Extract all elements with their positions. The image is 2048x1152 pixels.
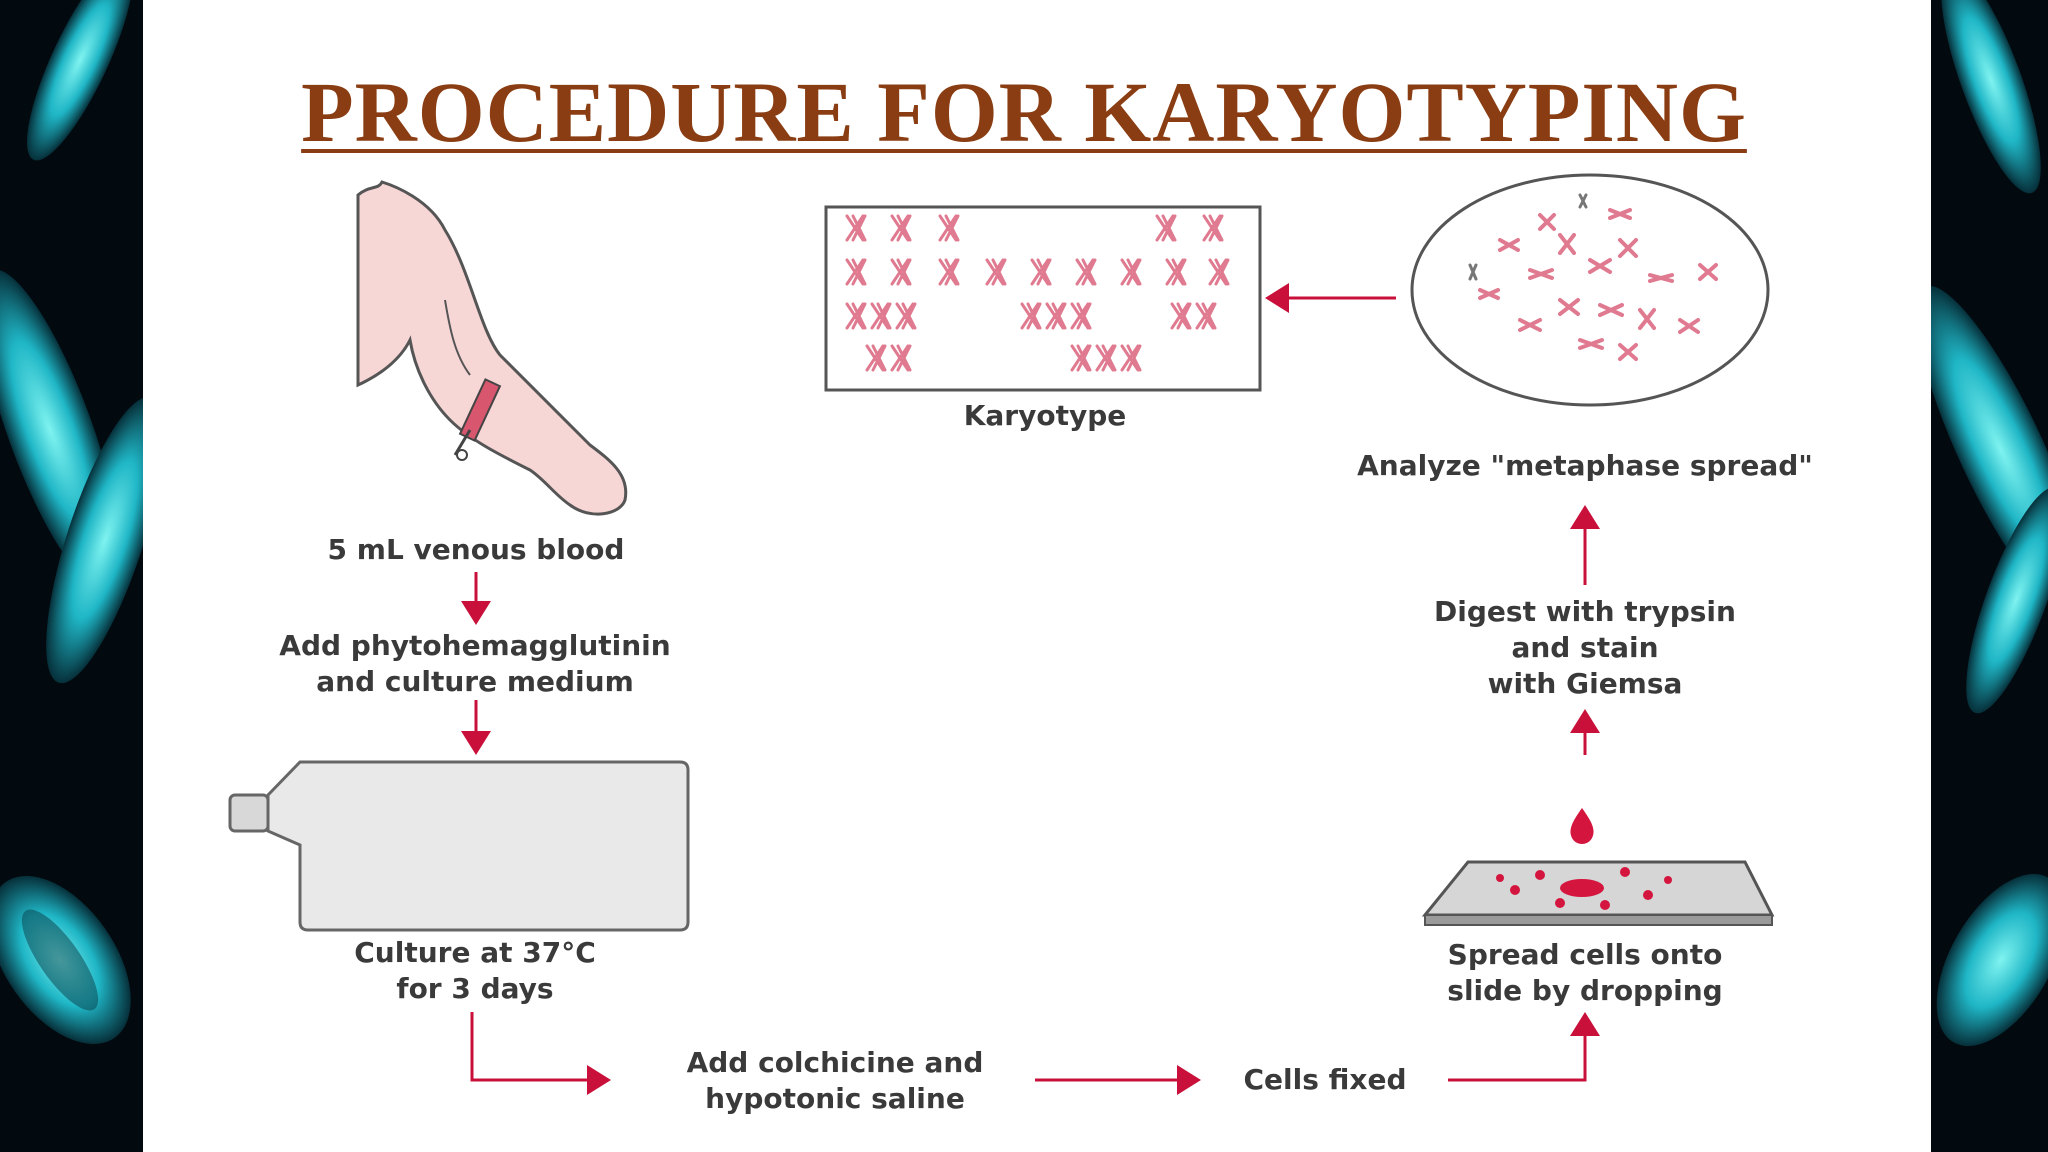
chromosome-pair-icon <box>1045 302 1067 330</box>
step-phyto-line2: and culture medium <box>316 665 634 698</box>
karyotype-text: Karyotype <box>963 399 1127 432</box>
step-digest-line1: Digest with trypsin <box>1434 595 1736 628</box>
karyotype-label: Karyotype <box>900 398 1190 434</box>
chromosome-pair-icon <box>1120 344 1142 372</box>
chromosome-pair-icon <box>1095 344 1117 372</box>
step-phyto-line1: Add phytohemagglutinin <box>279 629 671 662</box>
step-fixed-label: Cells fixed <box>1205 1062 1445 1098</box>
step-culture-line2: for 3 days <box>396 972 554 1005</box>
culture-flask-icon <box>228 760 690 932</box>
flow-arrows <box>461 283 1600 1095</box>
step-digest-label: Digest with trypsin and stain with Giems… <box>1380 594 1790 702</box>
chromosome-pair-icon <box>845 258 867 286</box>
chromosome-pair-icon <box>985 258 1007 286</box>
chromosome-pair-icon <box>938 258 960 286</box>
step-spread-line2: slide by dropping <box>1447 974 1723 1007</box>
chromosome-pair-icon <box>1155 214 1177 242</box>
step-colchicine-line1: Add colchicine and <box>686 1046 984 1079</box>
arrow-fixed-to-slide <box>1448 1012 1600 1082</box>
step-blood-text: 5 mL venous blood <box>327 533 625 566</box>
chromosome-pair-icon <box>845 302 867 330</box>
arrow-culture-to-colchicine <box>470 1012 611 1095</box>
step-spread-line1: Spread cells onto <box>1447 938 1723 971</box>
chromosome-pair-icon <box>865 344 887 372</box>
microscope-slide-icon <box>1421 808 1775 926</box>
metaphase-spread-icon <box>1410 173 1770 407</box>
slide-title: PROCEDURE FOR KARYOTYPING <box>301 64 1747 160</box>
chromosome-pair-icon <box>1202 214 1224 242</box>
chromosome-pair-icon <box>1020 302 1042 330</box>
step-culture-label: Culture at 37°C for 3 days <box>300 935 650 1007</box>
step-culture-line1: Culture at 37°C <box>354 936 596 969</box>
chromosome-pair-icon <box>895 302 917 330</box>
step-analyze-text: Analyze "metaphase spread" <box>1357 449 1813 482</box>
step-digest-line3: with Giemsa <box>1487 667 1683 700</box>
chromosome-pair-icon <box>1195 302 1217 330</box>
chromosome-pair-icon <box>1120 258 1142 286</box>
chromosome-pair-icon <box>1165 258 1187 286</box>
chromosome-pair-icon <box>938 214 960 242</box>
step-colchicine-line2: hypotonic saline <box>705 1082 965 1115</box>
chromosome-pair-icon <box>890 344 912 372</box>
step-fixed-text: Cells fixed <box>1243 1063 1407 1096</box>
right-decorative-panel <box>1931 0 2048 1152</box>
chromosome-pair-icon <box>1208 258 1230 286</box>
chromosome-decoration-icon <box>1931 0 2048 1046</box>
step-phyto-label: Add phytohemagglutinin and culture mediu… <box>230 628 720 700</box>
step-blood-label: 5 mL venous blood <box>292 532 660 568</box>
chromosome-pair-icon <box>870 302 892 330</box>
chromosome-pair-icon <box>890 214 912 242</box>
chromosome-pair-icon <box>1070 344 1092 372</box>
step-colchicine-label: Add colchicine and hypotonic saline <box>635 1045 1035 1117</box>
left-decorative-panel <box>0 0 143 1152</box>
chromosome-pair-icon <box>1070 302 1092 330</box>
chromosome-pair-icon <box>1170 302 1192 330</box>
step-digest-line2: and stain <box>1511 631 1659 664</box>
step-spread-label: Spread cells onto slide by dropping <box>1390 937 1780 1009</box>
chromosome-decoration-icon <box>0 0 143 1044</box>
chromosome-pair-icon <box>890 258 912 286</box>
step-analyze-label: Analyze "metaphase spread" <box>1290 448 1880 484</box>
chromosome-pair-icon <box>845 214 867 242</box>
chromosome-pair-icon <box>1075 258 1097 286</box>
chromosome-pair-icon <box>1030 258 1052 286</box>
karyotype-chart-icon <box>824 205 1262 392</box>
arm-with-syringe-icon <box>356 180 628 516</box>
